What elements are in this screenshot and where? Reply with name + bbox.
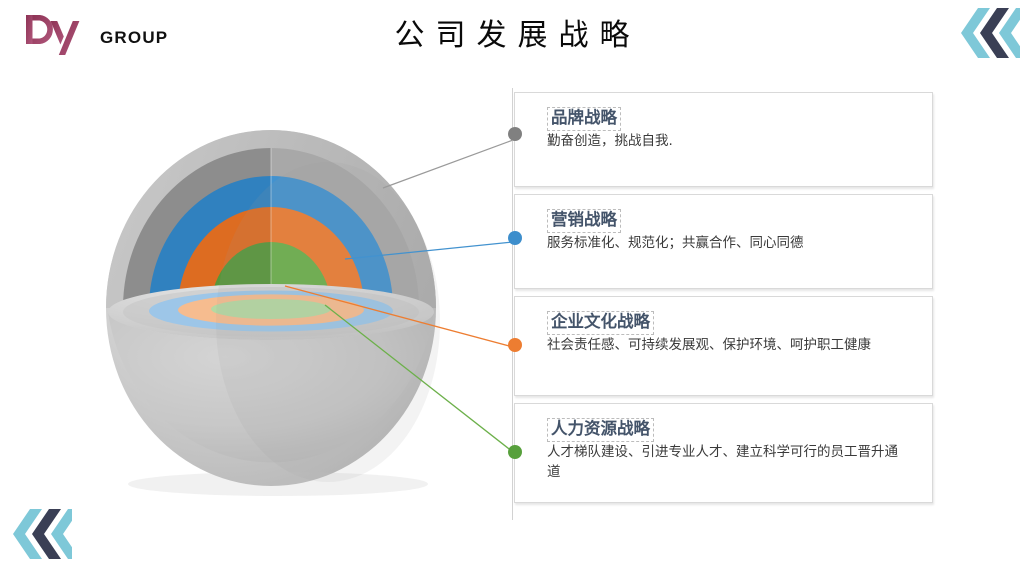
triple-chevron-left-icon xyxy=(961,8,1020,58)
strategy-card-heading: 品牌战略 xyxy=(547,107,621,131)
strategy-card-heading: 企业文化战略 xyxy=(547,311,654,335)
strategy-card[interactable]: 营销战略 服务标准化、规范化；共赢合作、同心同德 xyxy=(508,194,933,289)
strategy-card-dot xyxy=(508,231,522,245)
brand-logo: GROUP xyxy=(20,8,168,60)
page-title: 公司发展战略 xyxy=(394,18,641,53)
strategy-card-body: 人才梯队建设、引进专业人才、建立科学可行的员工晋升通道 xyxy=(547,443,898,480)
strategy-card-dot xyxy=(508,445,522,459)
strategy-card-list: 品牌战略 勤奋创造，挑战自我. 营销战略 服务标准化、规范化；共赢合作、同心同德… xyxy=(508,88,933,520)
strategy-card-heading: 营销战略 xyxy=(547,209,621,233)
triple-chevron-left-icon xyxy=(13,509,72,559)
strategy-card-dot xyxy=(508,127,522,141)
strategy-card-heading: 人力资源战略 xyxy=(547,418,654,442)
strategy-card-body: 服务标准化、规范化；共赢合作、同心同德 xyxy=(547,234,804,251)
strategy-card-body: 勤奋创造，挑战自我. xyxy=(547,132,673,149)
strategy-card-dot xyxy=(508,338,522,352)
strategy-card[interactable]: 人力资源战略 人才梯队建设、引进专业人才、建立科学可行的员工晋升通道 xyxy=(508,403,933,503)
strategy-card[interactable]: 企业文化战略 社会责任感、可持续发展观、保护环境、呵护职工健康 xyxy=(508,296,933,396)
strategy-card[interactable]: 品牌战略 勤奋创造，挑战自我. xyxy=(508,92,933,187)
layered-cutaway-sphere-diagram xyxy=(106,130,440,496)
brand-logo-word: GROUP xyxy=(100,27,169,47)
dy-monogram-logo-icon xyxy=(26,15,80,55)
strategy-card-body: 社会责任感、可持续发展观、保护环境、呵护职工健康 xyxy=(547,336,871,353)
